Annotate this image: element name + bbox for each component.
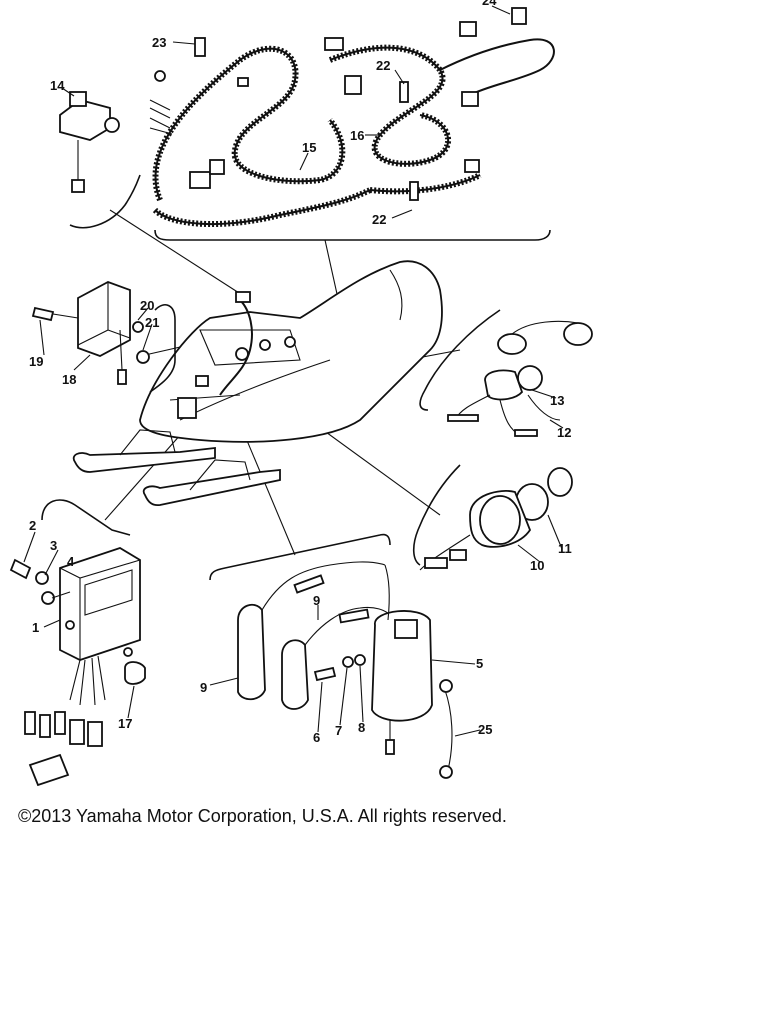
- callout-18: 18: [62, 372, 76, 387]
- callout-13: 13: [550, 393, 564, 408]
- callout-9-a: 9: [200, 680, 207, 695]
- callout-2: 2: [29, 518, 36, 533]
- callout-25: 25: [478, 722, 492, 737]
- callout-4: 4: [67, 554, 75, 569]
- part-1-cdi-unit: [9, 499, 146, 787]
- callout-5: 5: [476, 656, 483, 671]
- callout-16: 16: [350, 128, 364, 143]
- snowmobile-body: [72, 260, 443, 507]
- callout-12: 12: [557, 425, 571, 440]
- part-18-voltage-regulator: [31, 281, 176, 393]
- callout-6: 6: [313, 730, 320, 745]
- copyright-notice: ©2013 Yamaha Motor Corporation, U.S.A. A…: [18, 806, 507, 826]
- callout-20: 20: [140, 298, 154, 313]
- callout-10: 10: [530, 558, 544, 573]
- callout-17: 17: [118, 716, 132, 731]
- callout-11: 11: [558, 541, 572, 556]
- callout-3: 3: [50, 538, 57, 553]
- exploded-parts-diagram: 1 2 3 4 5 6 7 8 9 9 10 11 12 13 14 15 16…: [9, 0, 593, 787]
- callout-22-a: 22: [376, 58, 390, 73]
- callout-14: 14: [50, 78, 65, 93]
- part-12-13-switch-assembly: [419, 309, 593, 437]
- callout-1: 1: [32, 620, 39, 635]
- callout-19: 19: [29, 354, 43, 369]
- callout-labels: 1 2 3 4 5 6 7 8 9 9 10 11 12 13 14 15 16…: [29, 0, 572, 745]
- callout-8: 8: [358, 720, 365, 735]
- wire-harness-group: [149, 7, 555, 241]
- part-10-11-meter-assembly: [412, 464, 573, 571]
- part-14-switch: [59, 91, 141, 229]
- callout-15: 15: [302, 140, 316, 155]
- callout-21: 21: [145, 315, 159, 330]
- callout-22-b: 22: [372, 212, 386, 227]
- callout-lines: [23, 5, 564, 737]
- callout-24: 24: [482, 0, 497, 8]
- part-5-ignition-coil: [209, 533, 453, 779]
- callout-23: 23: [152, 35, 166, 50]
- callout-9-b: 9: [313, 593, 320, 608]
- callout-7: 7: [335, 723, 342, 738]
